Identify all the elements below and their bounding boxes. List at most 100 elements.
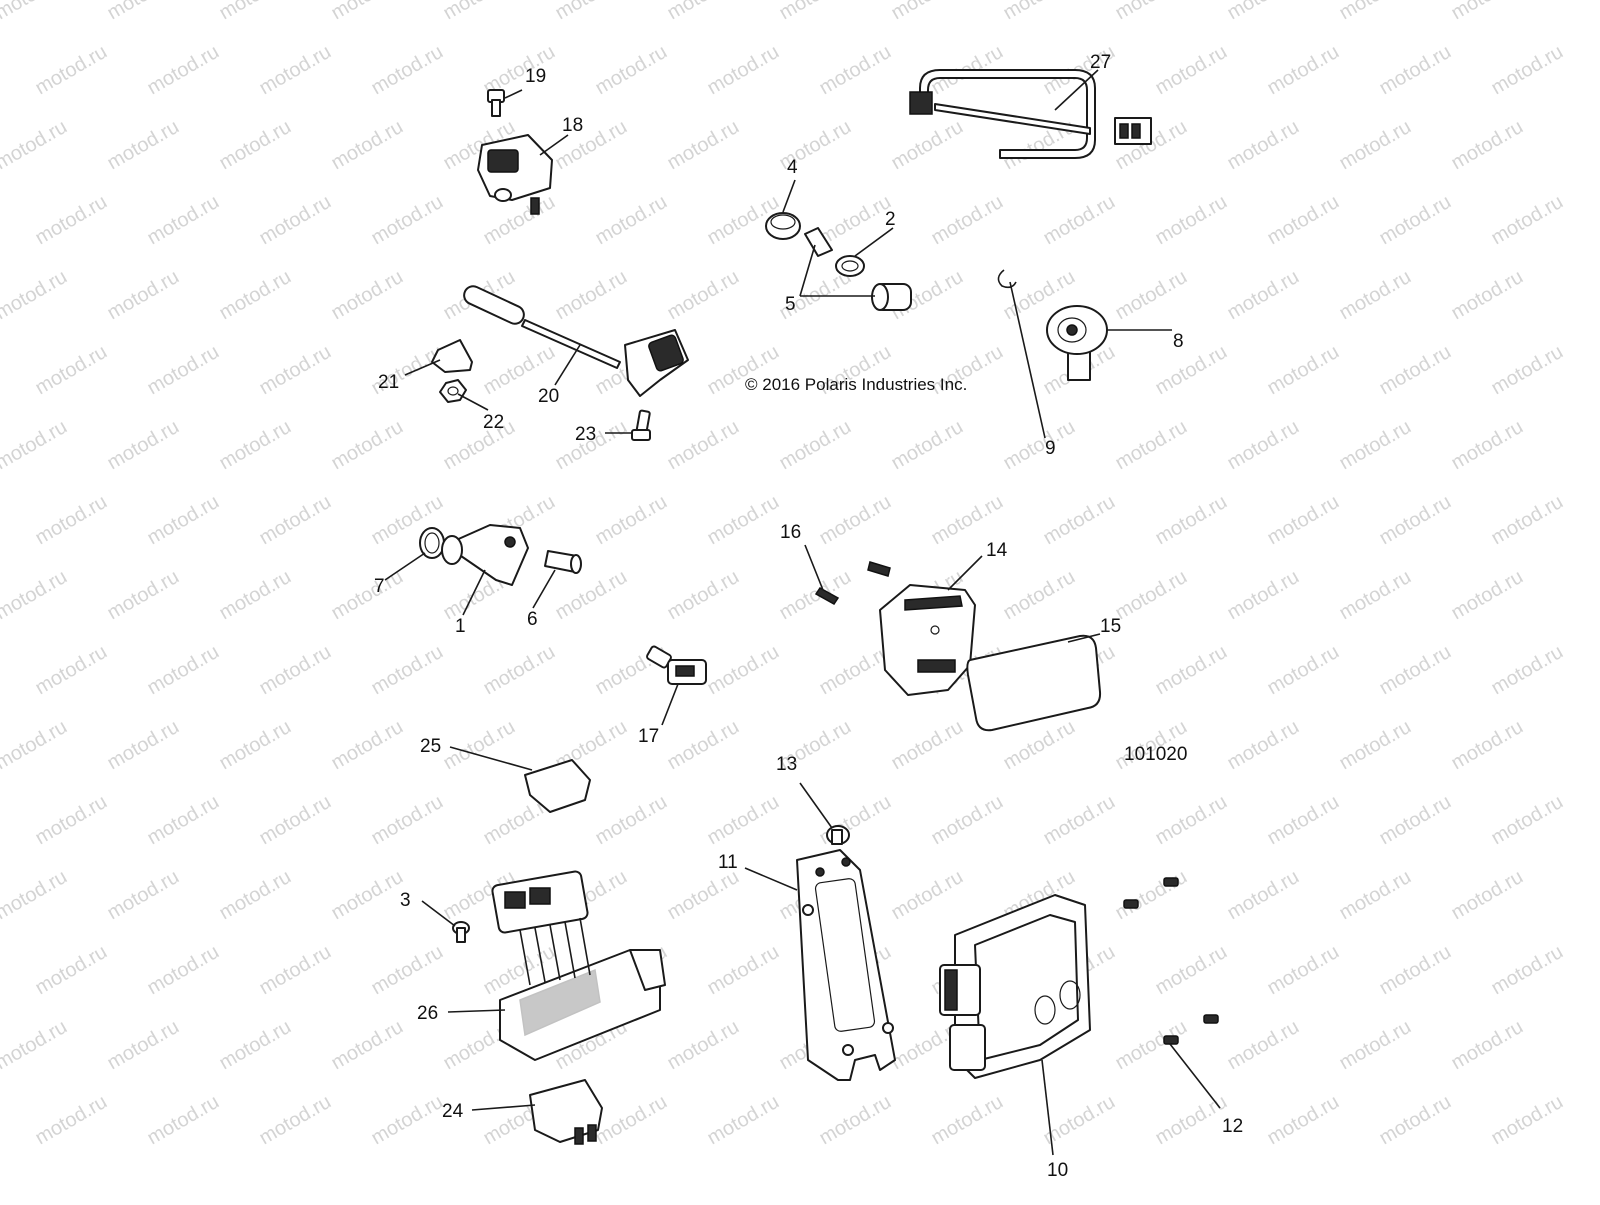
- watermark-text: motod.ru: [1448, 416, 1527, 475]
- watermark-text: motod.ru: [552, 0, 631, 24]
- watermark-text: motod.ru: [704, 641, 783, 700]
- callout-11: 11: [718, 852, 738, 873]
- watermark-text: motod.ru: [256, 791, 335, 850]
- watermark-text: motod.ru: [816, 191, 895, 250]
- part-22-nut: [439, 379, 467, 403]
- callout-21: 21: [378, 372, 399, 393]
- watermark-text: motod.ru: [1040, 491, 1119, 550]
- watermark-text: motod.ru: [928, 1091, 1007, 1150]
- watermark-text: motod.ru: [144, 941, 223, 1000]
- watermark-text: motod.ru: [1488, 641, 1567, 700]
- callout-14: 14: [986, 540, 1008, 561]
- watermark-text: motod.ru: [368, 791, 447, 850]
- part-27-harness: [909, 69, 1152, 159]
- part-10-ecu: [939, 894, 1091, 1079]
- callout-16: 16: [780, 522, 801, 543]
- callout-20: 20: [538, 386, 559, 407]
- callout-labels: 19 18 27 4 2 5 8 9 20 21 22 23 7 1 6 16 …: [374, 52, 1243, 1181]
- watermark-text: motod.ru: [1488, 341, 1567, 400]
- watermark-text: motod.ru: [104, 866, 183, 925]
- watermark-text: motod.ru: [1224, 416, 1303, 475]
- watermark-text: motod.ru: [32, 41, 111, 100]
- copyright-notice: © 2016 Polaris Industries Inc.: [745, 375, 967, 394]
- watermark-text: motod.ru: [0, 866, 71, 925]
- watermark-text: motod.ru: [592, 41, 671, 100]
- watermark-text: motod.ru: [1376, 341, 1455, 400]
- watermark-text: motod.ru: [664, 566, 743, 625]
- watermark-text: motod.ru: [0, 1016, 71, 1075]
- watermark-text: motod.ru: [888, 866, 967, 925]
- watermark-text: motod.ru: [104, 0, 183, 24]
- part-24-switch: [529, 1079, 603, 1145]
- watermark-text: motod.ru: [256, 41, 335, 100]
- watermark-text: motod.ru: [256, 641, 335, 700]
- watermark-text: motod.ru: [1376, 191, 1455, 250]
- callout-2: 2: [885, 209, 896, 230]
- watermark-text: motod.ru: [1488, 191, 1567, 250]
- callout-24: 24: [442, 1101, 464, 1122]
- watermark-text: motod.ru: [664, 1016, 743, 1075]
- watermark-text: motod.ru: [1488, 1091, 1567, 1150]
- watermark-text: motod.ru: [1336, 116, 1415, 175]
- callout-8: 8: [1173, 331, 1184, 352]
- watermark-text: motod.ru: [1112, 566, 1191, 625]
- watermark-text: motod.ru: [1112, 866, 1191, 925]
- watermark-text: motod.ru: [216, 0, 295, 24]
- callout-9: 9: [1045, 438, 1056, 459]
- watermark-text: motod.ru: [1224, 866, 1303, 925]
- callout-12: 12: [1222, 1116, 1243, 1137]
- watermark-text: motod.ru: [104, 416, 183, 475]
- watermark-text: motod.ru: [1376, 1091, 1455, 1150]
- watermark-text: motod.ru: [1264, 41, 1343, 100]
- watermark-text: motod.ru: [1152, 491, 1231, 550]
- watermark-text: motod.ru: [1376, 791, 1455, 850]
- watermark-text: motod.ru: [704, 1091, 783, 1150]
- watermark-text: motod.ru: [368, 41, 447, 100]
- watermark-text: motod.ru: [1112, 266, 1191, 325]
- watermark-text: motod.ru: [664, 716, 743, 775]
- watermark-text: motod.ru: [216, 116, 295, 175]
- watermark-text: motod.ru: [0, 416, 71, 475]
- watermark-text: motod.ru: [1152, 791, 1231, 850]
- watermark-text: motod.ru: [104, 716, 183, 775]
- watermark-text: motod.ru: [1152, 41, 1231, 100]
- watermark-text: motod.ru: [1264, 941, 1343, 1000]
- watermark-text: motod.ru: [440, 716, 519, 775]
- watermark-text: motod.ru: [1448, 0, 1527, 24]
- part-5-switch: [804, 227, 912, 311]
- watermark-text: motod.ru: [328, 416, 407, 475]
- watermark-text: motod.ru: [664, 116, 743, 175]
- watermark-text: motod.ru: [328, 866, 407, 925]
- watermark-text: motod.ru: [1264, 791, 1343, 850]
- watermark-text: motod.ru: [216, 1016, 295, 1075]
- watermark-text: motod.ru: [328, 566, 407, 625]
- watermark-text: motod.ru: [1264, 191, 1343, 250]
- watermark-text: motod.ru: [888, 116, 967, 175]
- watermark-text: motod.ru: [216, 566, 295, 625]
- watermark-text: motod.ru: [216, 866, 295, 925]
- watermark-text: motod.ru: [0, 0, 71, 24]
- callout-3: 3: [400, 890, 411, 911]
- watermark-text: motod.ru: [1336, 416, 1415, 475]
- watermark-text: motod.ru: [1448, 566, 1527, 625]
- callout-19: 19: [525, 66, 546, 87]
- watermark-text: motod.ru: [1376, 491, 1455, 550]
- watermark-text: motod.ru: [1152, 341, 1231, 400]
- part-6-pin: [544, 550, 582, 574]
- diagram-id: 101020: [1124, 744, 1187, 765]
- part-26-control-module: [491, 870, 666, 1061]
- callout-1: 1: [455, 616, 466, 637]
- watermark-text: motod.ru: [440, 0, 519, 24]
- watermark-text: motod.ru: [1224, 0, 1303, 24]
- watermark-text: motod.ru: [776, 0, 855, 24]
- watermark-text: motod.ru: [0, 266, 71, 325]
- watermark-text: motod.ru: [1000, 0, 1079, 24]
- watermark-text: motod.ru: [0, 116, 71, 175]
- part-17-temp-sensor: [646, 645, 707, 685]
- watermark-text: motod.ru: [256, 191, 335, 250]
- part-20-speed-sensor: [463, 285, 689, 397]
- watermark-text: motod.ru: [328, 0, 407, 24]
- watermark-text: motod.ru: [1448, 1016, 1527, 1075]
- watermark-text: motod.ru: [704, 41, 783, 100]
